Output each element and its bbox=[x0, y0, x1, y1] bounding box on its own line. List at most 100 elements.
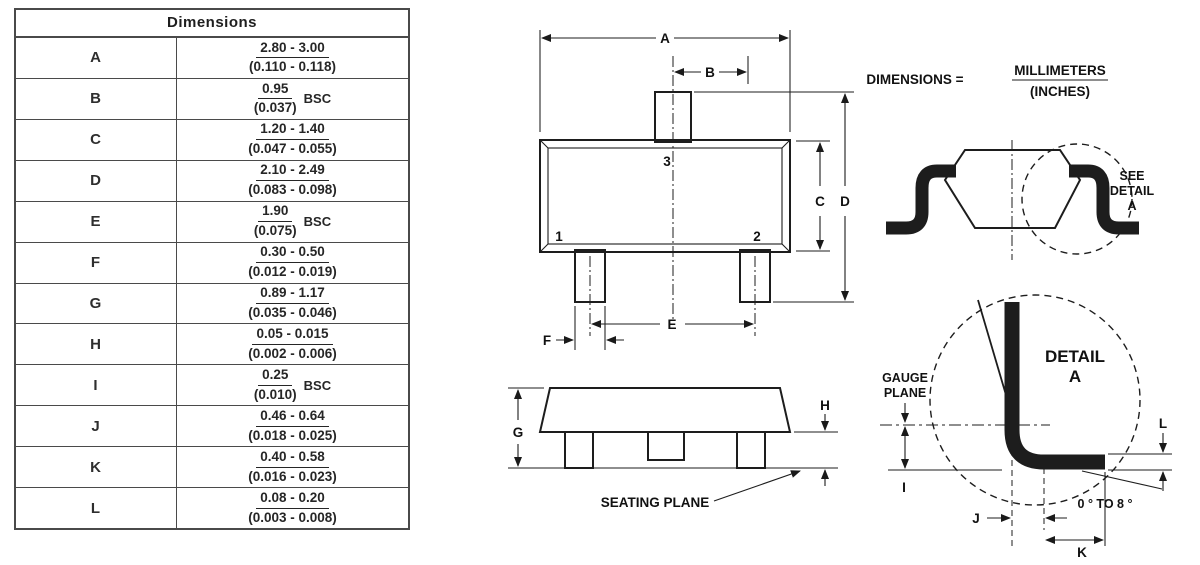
pin-label-1: 1 bbox=[555, 229, 563, 244]
dim-mm: 0.30 - 0.50 bbox=[256, 244, 329, 264]
dim-inches: (0.047 - 0.055) bbox=[248, 141, 337, 157]
dim-label-e: E bbox=[667, 317, 676, 332]
seating-plane-label: SEATING PLANE bbox=[601, 495, 710, 510]
detail-callout-circle bbox=[1021, 143, 1133, 255]
dim-inches: (0.075) bbox=[253, 223, 297, 239]
dim-mm: 0.46 - 0.64 bbox=[256, 408, 329, 427]
dim-label-j: J bbox=[972, 511, 980, 526]
dim-value: 0.05 - 0.015 (0.002 - 0.006) bbox=[177, 324, 408, 364]
dim-mm: 1.90 bbox=[258, 203, 293, 223]
dim-fraction: 2.10 - 2.49 (0.083 - 0.098) bbox=[248, 162, 337, 199]
dim-fraction: 0.95 (0.037) bbox=[254, 81, 297, 118]
dim-value: 0.46 - 0.64 (0.018 - 0.025) bbox=[177, 406, 408, 446]
dim-inches: (0.037) bbox=[253, 100, 297, 116]
detail-a-title: DETAIL bbox=[1045, 347, 1105, 366]
dim-value: 0.08 - 0.20 (0.003 - 0.008) bbox=[177, 488, 408, 528]
dim-inches: (0.012 - 0.019) bbox=[248, 264, 337, 280]
dim-label-d: D bbox=[840, 194, 850, 209]
dim-label-b: B bbox=[705, 65, 715, 80]
dim-fraction: 0.89 - 1.17 (0.035 - 0.046) bbox=[248, 285, 337, 322]
dim-letter: L bbox=[16, 488, 177, 529]
body-corner-bevels bbox=[539, 139, 791, 253]
dim-letter: E bbox=[16, 201, 177, 242]
dimension-lines bbox=[541, 34, 849, 344]
body-inner-outline bbox=[547, 147, 783, 245]
table-row: H 0.05 - 0.015 (0.002 - 0.006) bbox=[16, 324, 408, 366]
table-row: D 2.10 - 2.49 (0.083 - 0.098) bbox=[16, 160, 408, 202]
dim-inches: (0.003 - 0.008) bbox=[248, 509, 337, 525]
dim-mm: 2.10 - 2.49 bbox=[256, 162, 329, 182]
dim-suffix: BSC bbox=[303, 377, 332, 393]
detail-a-view: GAUGE PLANE DETAIL A I L 0 ° TO 8 ° J K bbox=[880, 294, 1172, 560]
detail-a-circle bbox=[929, 294, 1141, 506]
dim-value: 0.25 (0.010) BSC bbox=[177, 365, 408, 405]
table-row: G 0.89 - 1.17 (0.035 - 0.046) bbox=[16, 283, 408, 325]
dim-letter: J bbox=[16, 406, 177, 447]
table-title: Dimensions bbox=[16, 10, 408, 38]
dim-inches: (0.010) bbox=[253, 386, 297, 402]
dim-suffix: BSC bbox=[303, 91, 332, 107]
dim-label-h: H bbox=[820, 398, 830, 413]
dimensions-table: Dimensions A 2.80 - 3.00 (0.110 - 0.118)… bbox=[14, 8, 410, 530]
dim-value: 1.20 - 1.40 (0.047 - 0.055) bbox=[177, 120, 408, 160]
table-row: B 0.95 (0.037) BSC bbox=[16, 78, 408, 120]
pin-label-3: 3 bbox=[663, 154, 671, 169]
table-rows: A 2.80 - 3.00 (0.110 - 0.118) B 0.95 (0.… bbox=[16, 38, 408, 529]
dim-label-f: F bbox=[543, 333, 551, 348]
top-view: A B C D E F 3 1 2 bbox=[539, 30, 854, 350]
table-row: J 0.46 - 0.64 (0.018 - 0.025) bbox=[16, 406, 408, 448]
side-pin2 bbox=[736, 431, 766, 469]
side-view: G H SEATING PLANE bbox=[508, 387, 838, 510]
table-row: A 2.80 - 3.00 (0.110 - 0.118) bbox=[16, 38, 408, 79]
package-outline-drawing: A B C D E F 3 1 2 G H SEATING PLANE DIME… bbox=[508, 30, 1172, 560]
dim-fraction: 0.46 - 0.64 (0.018 - 0.025) bbox=[248, 408, 337, 445]
dim-fraction: 0.40 - 0.58 (0.016 - 0.023) bbox=[248, 449, 337, 486]
dim-mm: 0.05 - 0.015 bbox=[252, 326, 333, 345]
dim-fraction: 1.90 (0.075) bbox=[254, 203, 297, 240]
units-denominator: (INCHES) bbox=[1030, 84, 1090, 99]
dim-letter: B bbox=[16, 78, 177, 119]
units-numerator: MILLIMETERS bbox=[1014, 63, 1106, 78]
end-view-leads bbox=[886, 164, 1139, 235]
dim-value: 0.40 - 0.58 (0.016 - 0.023) bbox=[177, 447, 408, 487]
table-row: K 0.40 - 0.58 (0.016 - 0.023) bbox=[16, 447, 408, 489]
dim-fraction: 0.30 - 0.50 (0.012 - 0.019) bbox=[248, 244, 337, 281]
dim-value: 0.30 - 0.50 (0.012 - 0.019) bbox=[177, 243, 408, 283]
gauge-label-line1: GAUGE bbox=[882, 371, 928, 385]
dim-inches: (0.018 - 0.025) bbox=[248, 427, 337, 443]
dim-fraction: 1.20 - 1.40 (0.047 - 0.055) bbox=[248, 121, 337, 158]
dim-fraction: 2.80 - 3.00 (0.110 - 0.118) bbox=[249, 40, 336, 77]
table-row: I 0.25 (0.010) BSC bbox=[16, 365, 408, 407]
dim-value: 0.89 - 1.17 (0.035 - 0.046) bbox=[177, 284, 408, 324]
dim-letter: H bbox=[16, 324, 177, 365]
dim-mm: 2.80 - 3.00 bbox=[256, 40, 329, 59]
dim-inches: (0.083 - 0.098) bbox=[248, 182, 337, 198]
table-row: E 1.90 (0.075) BSC bbox=[16, 201, 408, 243]
side-dimension-lines bbox=[514, 389, 829, 502]
dim-inches: (0.110 - 0.118) bbox=[248, 59, 337, 75]
body-edge-line bbox=[977, 299, 1007, 396]
dim-mm: 0.08 - 0.20 bbox=[256, 490, 329, 509]
dim-mm: 0.89 - 1.17 bbox=[256, 285, 329, 304]
dim-inches: (0.002 - 0.006) bbox=[248, 345, 337, 361]
dim-label-c: C bbox=[815, 194, 825, 209]
dim-mm: 0.25 bbox=[258, 367, 293, 386]
dim-mm: 1.20 - 1.40 bbox=[256, 121, 329, 141]
see-detail-a-label: A bbox=[1127, 199, 1136, 213]
extension-lines bbox=[539, 30, 854, 350]
units-prefix: DIMENSIONS = bbox=[866, 72, 963, 87]
dim-letter: D bbox=[16, 160, 177, 201]
dim-fraction: 0.05 - 0.015 (0.002 - 0.006) bbox=[248, 326, 337, 363]
dim-value: 0.95 (0.037) BSC bbox=[177, 79, 408, 119]
table-row: F 0.30 - 0.50 (0.012 - 0.019) bbox=[16, 242, 408, 284]
dim-value: 1.90 (0.075) BSC bbox=[177, 202, 408, 242]
units-note: DIMENSIONS = MILLIMETERS (INCHES) bbox=[866, 63, 1108, 99]
dim-label-l: L bbox=[1159, 416, 1167, 431]
side-pin1 bbox=[564, 431, 594, 469]
dim-suffix: BSC bbox=[303, 214, 332, 230]
end-view: SEE DETAIL A bbox=[886, 140, 1154, 260]
dim-label-i: I bbox=[902, 480, 906, 495]
foot-angle-line bbox=[1081, 470, 1163, 490]
centerlines bbox=[589, 56, 756, 336]
detail-a-letter: A bbox=[1069, 367, 1081, 386]
